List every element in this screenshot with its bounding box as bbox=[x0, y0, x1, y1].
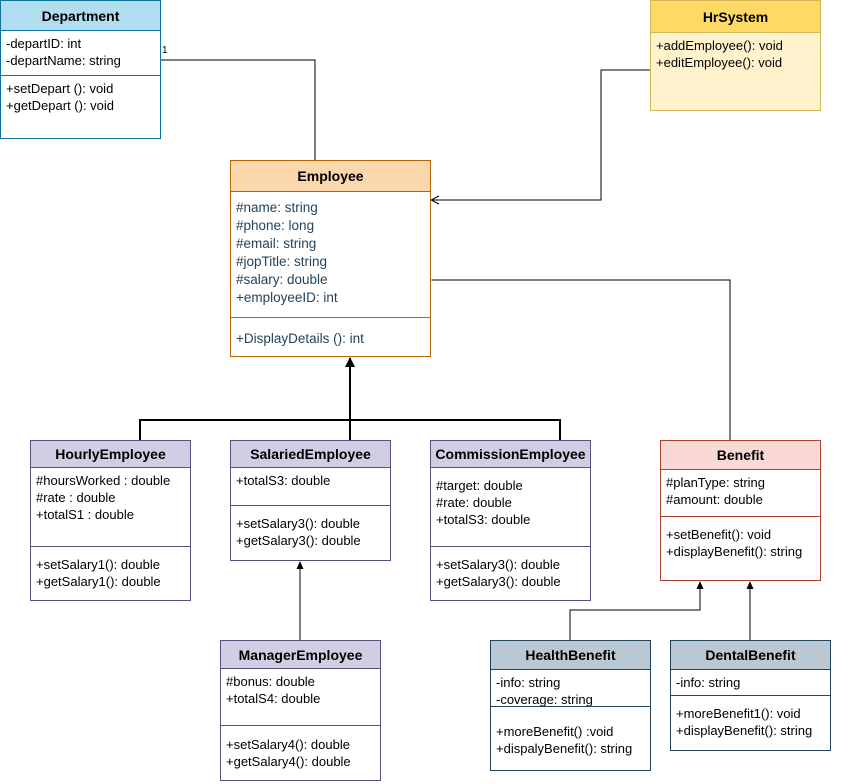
method-row: +getSalary3(): double bbox=[436, 574, 561, 589]
method-row: +displayBenefit(): string bbox=[676, 723, 813, 738]
attribute-row: #amount: double bbox=[666, 492, 763, 507]
attribute-row: #email: string bbox=[236, 236, 317, 251]
method-list: +setSalary3(): double +getSalary3(): doub… bbox=[431, 546, 590, 600]
class-benefit[interactable]: Benefit #planType: string #amount: double… bbox=[660, 440, 821, 581]
method-row: +getSalary4(): double bbox=[226, 754, 351, 769]
method-row: +dispalyBenefit(): string bbox=[496, 741, 633, 756]
attribute-list: #bonus: double +totalS4: double bbox=[221, 669, 380, 725]
attribute-list: +addEmployee(): void +editEmployee(): voi… bbox=[651, 33, 820, 110]
multiplicity-label: 1 bbox=[162, 45, 168, 56]
aggregation-department-employee bbox=[161, 60, 315, 160]
attribute-row: #jopTitle: string bbox=[236, 254, 328, 269]
attribute-row: #planType: string bbox=[666, 475, 766, 490]
attribute-row: -info: string bbox=[496, 675, 561, 690]
attribute-row: +addEmployee(): void bbox=[656, 38, 783, 53]
method-list: +setBenefit(): void +displayBenefit(): st… bbox=[661, 516, 820, 580]
attribute-row: -coverage: string bbox=[496, 692, 593, 706]
method-row: +moreBenefit1(): void bbox=[676, 706, 801, 721]
class-name: SalariedEmployee bbox=[231, 441, 390, 468]
attribute-row: #hoursWorked : double bbox=[36, 473, 171, 488]
class-name: DentalBenefit bbox=[671, 641, 830, 670]
class-name: Benefit bbox=[661, 441, 820, 470]
method-row: +DisplayDetails (): int bbox=[236, 331, 364, 346]
method-row: +setSalary3(): double bbox=[436, 557, 560, 572]
attribute-row: +editEmployee(): void bbox=[656, 55, 783, 70]
method-row: +setDepart (): void bbox=[6, 81, 114, 96]
method-row: +setBenefit(): void bbox=[666, 527, 772, 542]
class-name: Employee bbox=[231, 161, 430, 192]
method-row: +getSalary1(): double bbox=[36, 574, 161, 589]
method-list: +setDepart (): void +getDepart (): void bbox=[1, 75, 160, 138]
attribute-row: -departID: int bbox=[6, 36, 82, 51]
class-salaried-employee[interactable]: SalariedEmployee +totalS3: double +setSa… bbox=[230, 440, 391, 561]
attribute-row: #name: string bbox=[236, 200, 318, 215]
class-name: CommissionEmployee bbox=[431, 441, 590, 468]
attribute-list: -info: string -coverage: string bbox=[491, 670, 650, 706]
class-employee[interactable]: Employee #name: string #phone: long #email… bbox=[230, 160, 431, 357]
class-hrsystem[interactable]: HrSystem +addEmployee(): void +editEmploy… bbox=[650, 0, 821, 111]
association-hrsystem-employee bbox=[431, 69, 650, 200]
method-list: +setSalary1(): double +getSalary1(): doub… bbox=[31, 546, 190, 600]
method-row: +setSalary1(): double bbox=[36, 557, 160, 572]
generalization-health-benefit bbox=[569, 581, 704, 640]
attribute-row: -departName: string bbox=[6, 53, 121, 68]
attribute-row: +totalS3: double bbox=[236, 473, 331, 488]
class-name: HrSystem bbox=[651, 1, 820, 33]
method-row: +getDepart (): void bbox=[6, 98, 115, 113]
attribute-row: #target: double bbox=[436, 478, 523, 493]
attribute-row: #phone: long bbox=[236, 218, 315, 233]
attribute-list: -departID: int -departName: string bbox=[1, 31, 160, 75]
attribute-list: #name: string #phone: long #email: string #… bbox=[231, 192, 430, 317]
method-list: +moreBenefit() :void +dispalyBenefit(): s… bbox=[491, 706, 650, 770]
class-name: HealthBenefit bbox=[491, 641, 650, 670]
class-commission-employee[interactable]: CommissionEmployee #target: double #rate:… bbox=[430, 440, 591, 601]
class-dental-benefit[interactable]: DentalBenefit -info: string +moreBenefit… bbox=[670, 640, 831, 751]
attribute-list: -info: string bbox=[671, 670, 830, 695]
method-row: +setSalary4(): double bbox=[226, 737, 350, 752]
method-list: +setSalary4(): double +getSalary4(): doub… bbox=[221, 725, 380, 780]
attribute-row: +employeeID: int bbox=[236, 290, 338, 305]
method-row: +getSalary3(): double bbox=[236, 533, 361, 548]
attribute-row: #rate : double bbox=[36, 490, 116, 505]
method-row: +moreBenefit() :void bbox=[496, 724, 614, 739]
attribute-list: #hoursWorked : double #rate : double +tota… bbox=[31, 468, 190, 546]
method-list: +DisplayDetails (): int bbox=[231, 317, 430, 356]
attribute-list: +totalS3: double bbox=[231, 468, 390, 505]
composition-benefit-employee bbox=[409, 274, 731, 440]
class-health-benefit[interactable]: HealthBenefit -info: string -coverage: st… bbox=[490, 640, 651, 771]
method-row: +setSalary3(): double bbox=[236, 516, 360, 531]
class-manager-employee[interactable]: ManagerEmployee #bonus: double +totalS4: … bbox=[220, 640, 381, 781]
method-list: +setSalary3(): double +getSalary3(): doub… bbox=[231, 505, 390, 560]
method-row: +displayBenefit(): string bbox=[666, 544, 803, 559]
attribute-list: #target: double #rate: double +totalS3: do… bbox=[431, 468, 590, 546]
attribute-row: #bonus: double bbox=[226, 674, 315, 689]
class-name: HourlyEmployee bbox=[31, 441, 190, 468]
attribute-row: -info: string bbox=[676, 675, 741, 690]
attribute-row: #rate: double bbox=[436, 495, 512, 510]
attribute-row: #salary: double bbox=[236, 272, 328, 287]
attribute-row: +totalS3: double bbox=[436, 512, 531, 527]
attribute-row: +totalS4: double bbox=[226, 691, 321, 706]
class-name: Department bbox=[1, 1, 160, 31]
generalization-subclasses-employee bbox=[139, 358, 561, 440]
class-name: ManagerEmployee bbox=[221, 641, 380, 669]
class-department[interactable]: Department -departID: int -departName: st… bbox=[0, 0, 161, 139]
method-list: +moreBenefit1(): void +displayBenefit(): … bbox=[671, 695, 830, 750]
class-hourly-employee[interactable]: HourlyEmployee #hoursWorked : double #rat… bbox=[30, 440, 191, 601]
attribute-row: +totalS1 : double bbox=[36, 507, 134, 522]
attribute-list: #planType: string #amount: double bbox=[661, 470, 820, 516]
